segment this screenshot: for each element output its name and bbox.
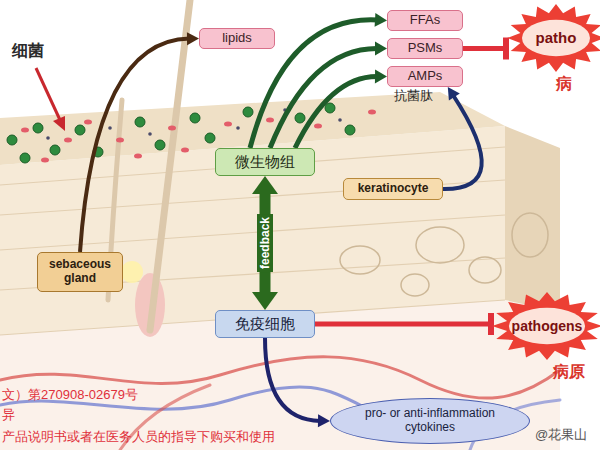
starburst-core — [522, 20, 590, 56]
microbiome-box: 微生物组 — [215, 148, 315, 176]
hair-shaft — [150, 0, 190, 330]
watermark-text: @花果山 — [535, 428, 587, 443]
node-text: lipids — [222, 31, 252, 46]
arrow-head — [448, 87, 460, 101]
pathogen-burst: pathogens病原 — [491, 291, 600, 361]
node-text: keratinocyte — [358, 182, 429, 196]
connector-line — [463, 46, 506, 51]
bacteria-dots — [7, 103, 376, 163]
starburst-outline — [507, 4, 600, 72]
connector-line — [295, 76, 377, 148]
connector-line — [265, 338, 320, 421]
gland-box: sebaceous gland — [37, 252, 123, 292]
node-text: FFAs — [410, 13, 440, 28]
arrow-head — [252, 176, 278, 194]
arrow-head — [375, 69, 387, 83]
connector — [443, 87, 482, 189]
node-heading: 病 — [556, 75, 572, 93]
node-text: PSMs — [408, 41, 443, 56]
starburst-outline — [492, 292, 600, 360]
node-text: patho — [536, 29, 577, 46]
immune-box: 免疫细胞 — [215, 310, 315, 338]
connector — [265, 338, 330, 427]
node-text: sebaceous gland — [42, 258, 118, 286]
node-text: pathogens — [512, 318, 583, 334]
connector — [80, 32, 199, 252]
connector — [463, 38, 506, 60]
node-text: AMPs — [408, 69, 443, 84]
callout-label: 细菌 — [12, 42, 44, 60]
connector — [270, 41, 387, 148]
node-text: 免疫细胞 — [235, 315, 295, 332]
molecule-box: FFAs — [387, 10, 463, 31]
group-label: 抗菌肽 — [394, 89, 433, 104]
watermark-text: 产品说明书或者在医务人员的指导下购买和使用 — [2, 430, 275, 445]
watermark-text: 异 — [2, 408, 15, 423]
skin-layers — [0, 147, 505, 335]
connector-line — [80, 39, 189, 252]
connector — [252, 176, 278, 310]
arrow-head — [318, 414, 330, 427]
watermark-text: 文）第270908-02679号 — [2, 388, 138, 403]
skin-cells — [340, 213, 548, 296]
connector — [315, 313, 491, 335]
molecule-box: lipids — [199, 28, 275, 49]
node-heading: 病原 — [553, 363, 585, 381]
epidermis-side — [505, 126, 560, 312]
pathogen-burst: patho病 — [506, 3, 600, 73]
inhibition-bar — [488, 313, 494, 335]
arrow-head — [375, 13, 387, 27]
molecule-box: PSMs — [387, 38, 463, 59]
connector-line — [443, 95, 482, 189]
connector-line — [315, 322, 491, 327]
gland-glow — [121, 261, 143, 283]
cell-box: keratinocyte — [343, 178, 443, 200]
node-text: 微生物组 — [235, 153, 295, 170]
connector-line — [270, 48, 377, 148]
edge-label: feedback — [257, 214, 273, 272]
connector — [295, 69, 387, 148]
molecule-box: AMPs — [387, 66, 463, 87]
inhibition-bar — [503, 38, 509, 60]
arrow-head — [187, 32, 199, 45]
starburst-core — [509, 308, 585, 344]
cytokine-ellipse: pro- or anti-inflammation cytokines — [330, 398, 530, 444]
node-text: pro- or anti-inflammation cytokines — [347, 407, 513, 435]
arrow-head — [375, 41, 387, 55]
arrow-head — [252, 292, 278, 310]
bacteria-pointer — [36, 68, 65, 131]
